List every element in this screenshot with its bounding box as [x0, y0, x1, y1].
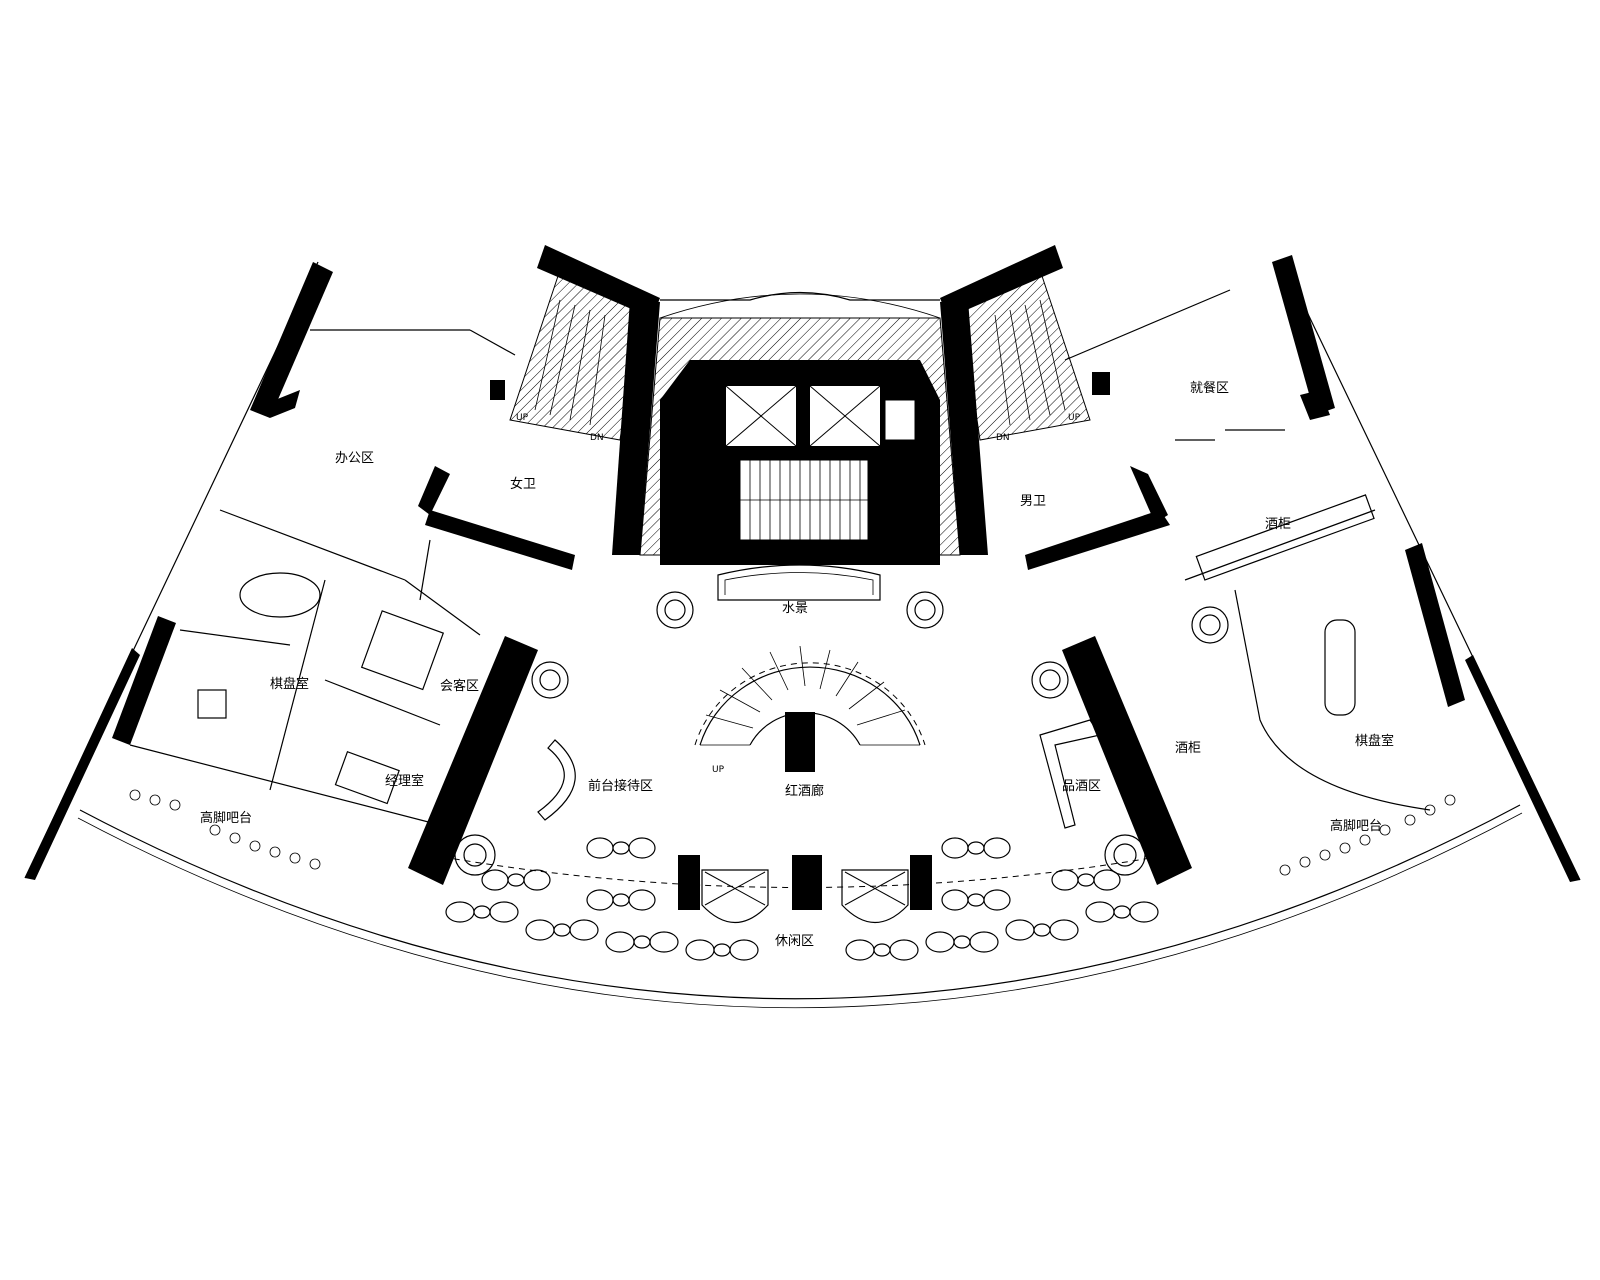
- label-scenery: 水景: [782, 601, 808, 616]
- label-male-wc: 男卫: [1020, 494, 1046, 509]
- right-stair: UP DN: [959, 269, 1091, 443]
- label-tasting-area: 品酒区: [1062, 779, 1101, 794]
- label-leisure-area: 休闲区: [775, 934, 814, 949]
- label-dining-area: 就餐区: [1190, 380, 1229, 396]
- label-high-bar-right: 高脚吧台: [1330, 818, 1382, 834]
- furniture: [197, 494, 1375, 829]
- bar-stools: [129, 789, 1456, 876]
- label-wine-corridor: 红酒廊: [785, 783, 824, 799]
- stair-up-label: UP: [516, 413, 529, 423]
- plant-icons: [454, 591, 1229, 876]
- seating-pods: [445, 837, 1159, 961]
- label-chess-room-left: 棋盘室: [270, 676, 309, 692]
- stair-down-label: DN: [996, 433, 1010, 443]
- left-partitions: [129, 329, 516, 826]
- label-female-wc: 女卫: [510, 476, 536, 492]
- label-office-area: 办公区: [335, 451, 374, 466]
- left-stair: UP DN: [509, 269, 641, 443]
- label-wine-cabinet-top: 酒柜: [1265, 517, 1291, 532]
- label-manager-room: 经理室: [385, 773, 424, 789]
- stair-up-label: UP: [1068, 413, 1081, 423]
- spiral-stair: UP: [694, 645, 926, 775]
- central-core: [639, 291, 961, 565]
- label-meeting-area: 会客区: [440, 678, 479, 694]
- room-labels: 办公区 女卫 男卫 就餐区 酒柜 酒柜 棋盘室 棋盘室 会客区 经理室 前台接待…: [200, 380, 1394, 949]
- entrance-doors: [678, 855, 932, 924]
- spiral-up-label: UP: [712, 765, 725, 775]
- right-partitions: [1064, 289, 1431, 811]
- right-wing-walls: [940, 245, 1580, 885]
- label-high-bar-left: 高脚吧台: [200, 810, 252, 826]
- stair-down-label: DN: [590, 433, 604, 443]
- left-wing-walls: [25, 245, 660, 885]
- water-feature: [717, 564, 881, 601]
- label-reception-area: 前台接待区: [588, 778, 653, 794]
- label-chess-room-right: 棋盘室: [1355, 733, 1394, 749]
- label-wine-cabinet-mid: 酒柜: [1175, 741, 1201, 756]
